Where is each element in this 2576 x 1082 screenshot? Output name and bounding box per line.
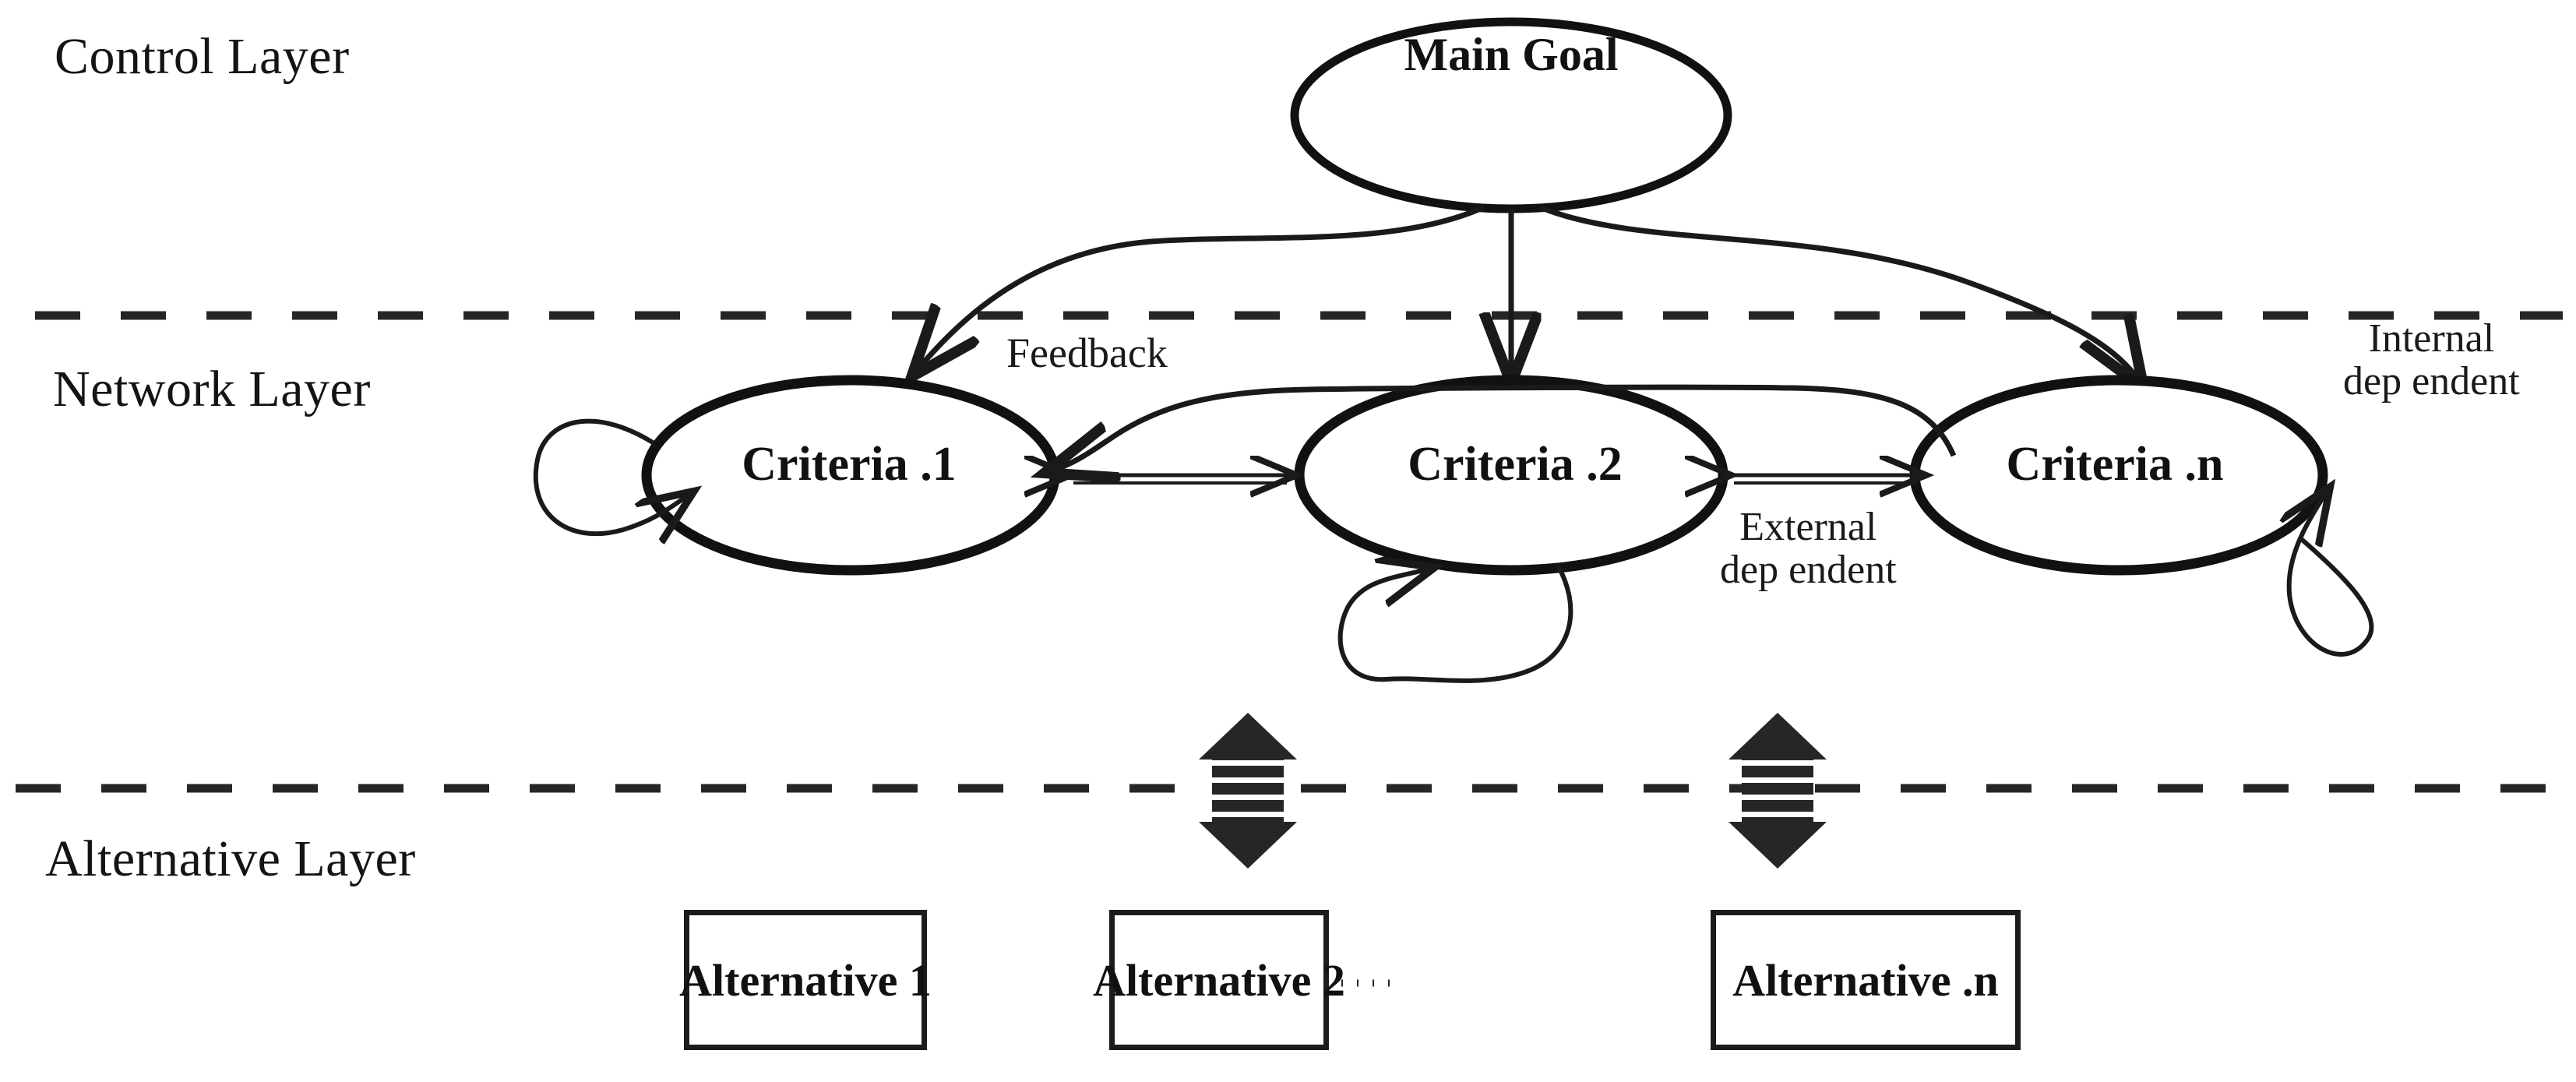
- edge-label-feedback: Feedback: [1006, 330, 1168, 376]
- edge-label-internal-dependent: Internal dep endent: [2343, 316, 2520, 404]
- edge-label-internal-dependent-line1: Internal: [2368, 316, 2495, 361]
- edge-label-external-dependent-line1: External: [1739, 505, 1877, 549]
- self-loop-criteria-1: [533, 418, 690, 534]
- node-label-criteria-n[interactable]: Criteria .n: [2006, 438, 2224, 491]
- layer-label-network: Network Layer: [53, 361, 371, 418]
- node-label-criteria-1[interactable]: Criteria .1: [742, 438, 957, 491]
- node-label-criteria-2[interactable]: Criteria .2: [1408, 438, 1623, 491]
- node-alternative-1[interactable]: Alternative 1: [679, 910, 932, 1050]
- edge-label-external-dependent: External dep endent: [1720, 506, 1897, 591]
- self-loop-criteria-2: [1337, 566, 1573, 683]
- edge-feedback-criterian-to-criteria1: [1050, 384, 1957, 471]
- layer-link-arrow-criterian: [1728, 713, 1827, 869]
- layer-link-arrow-criteria2: [1199, 713, 1297, 869]
- node-label-alternative-2: Alternative 2: [1093, 954, 1345, 1006]
- node-label-alternative-n: Alternative .n: [1732, 954, 1999, 1006]
- edge-goal-to-criteria-n: [1538, 204, 2141, 383]
- self-loop-criteria-n: [2289, 491, 2374, 657]
- layer-label-alternative: Alternative Layer: [45, 830, 416, 887]
- node-alternative-2[interactable]: Alternative 2: [1093, 910, 1345, 1050]
- edge-label-internal-dependent-line2: dep endent: [2343, 358, 2520, 404]
- node-label-alternative-1: Alternative 1: [679, 954, 932, 1006]
- edge-label-external-dependent-line2: dep endent: [1720, 547, 1897, 592]
- node-label-main-goal[interactable]: Main Goal: [1404, 29, 1619, 80]
- node-alternative-n[interactable]: Alternative .n: [1711, 910, 2021, 1050]
- edge-goal-to-criteria-1: [915, 204, 1485, 372]
- layer-label-control: Control Layer: [55, 28, 350, 85]
